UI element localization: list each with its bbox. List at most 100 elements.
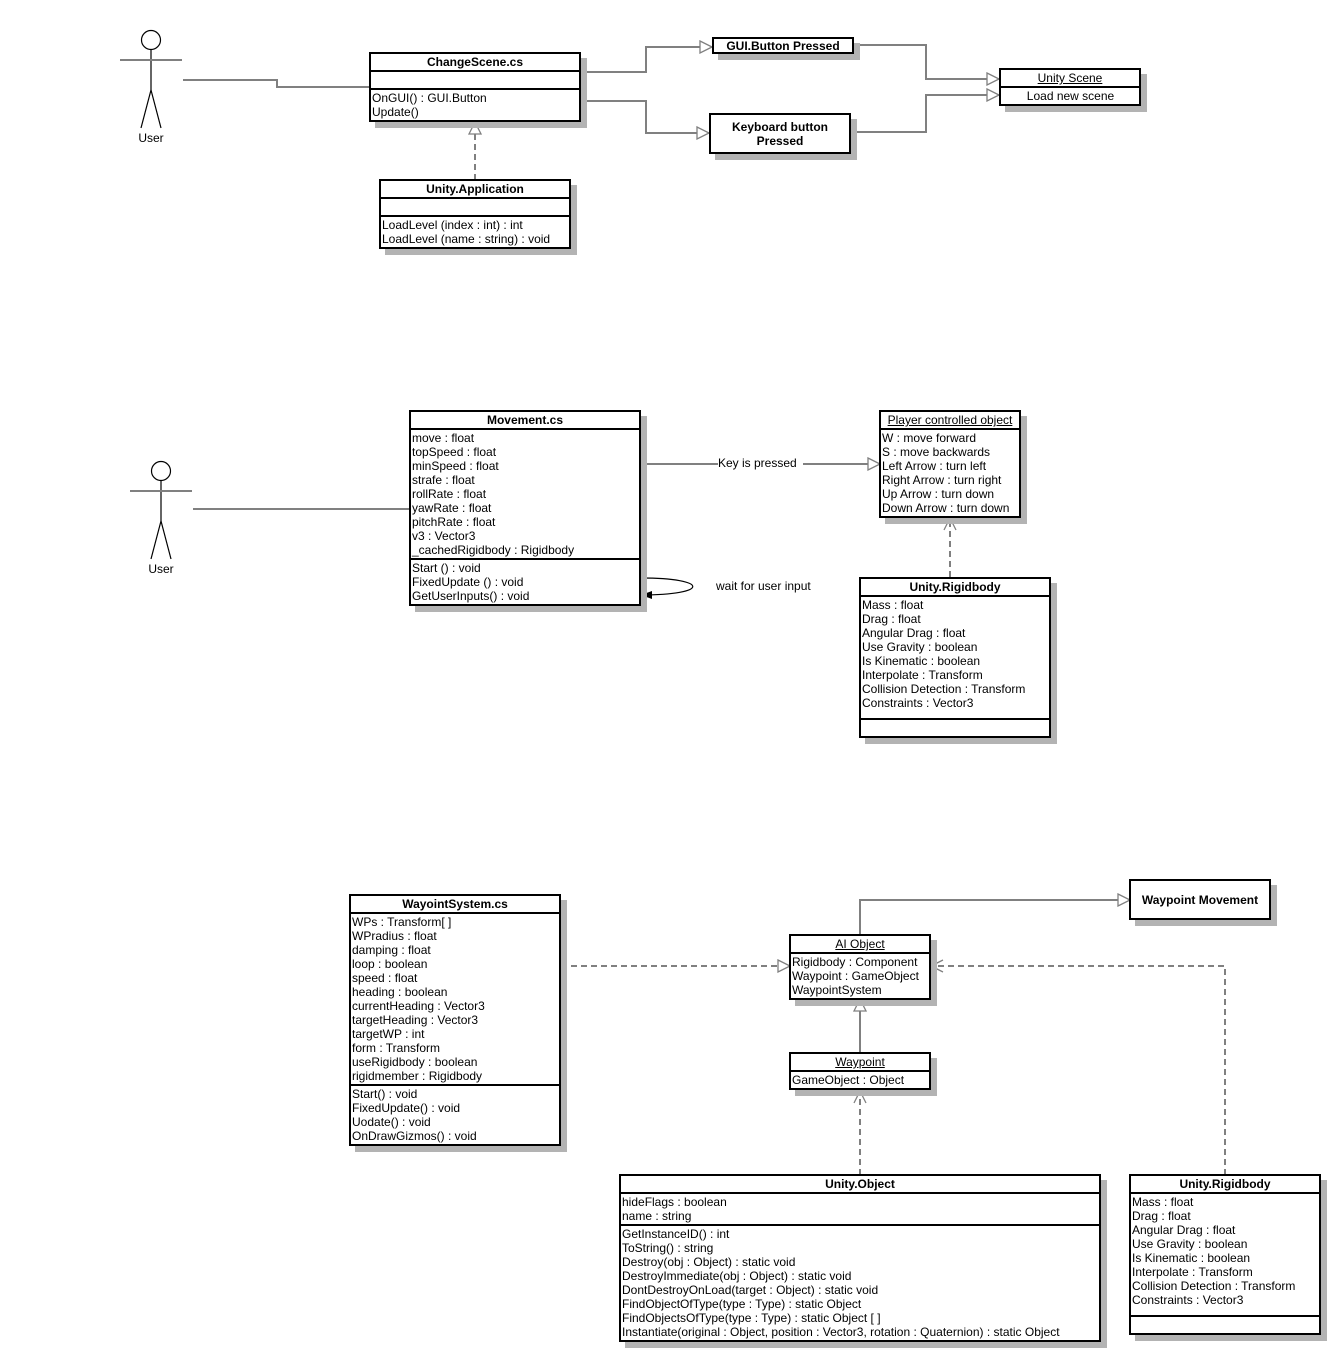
object-waypoint[interactable]: Waypoint GameObject : Object (789, 1052, 931, 1090)
attributes-section (381, 199, 569, 217)
class-unity-application[interactable]: Unity.Application LoadLevel (index : int… (379, 179, 571, 249)
object-unity-scene[interactable]: Unity Scene Load new scene (999, 68, 1141, 106)
changescene-keyboard-link (580, 100, 709, 133)
class-title: Movement.cs (411, 412, 639, 430)
class-title: Unity.Rigidbody (861, 579, 1049, 597)
class-title: Unity.Application (381, 181, 569, 199)
state-label: GUI.Button Pressed (726, 38, 840, 53)
actor-head (150, 460, 172, 482)
member-row: Waypoint : GameObject (792, 969, 919, 983)
member-row: GetUserInputs() : void (412, 589, 530, 603)
member-row: Use Gravity : boolean (862, 640, 978, 654)
member-row: LoadLevel (index : int) : int (382, 218, 523, 232)
movement-self-loop (640, 577, 694, 599)
member-row: WPradius : float (352, 929, 437, 943)
member-row: ToString() : string (622, 1241, 714, 1255)
member-row: move : float (412, 431, 475, 445)
attributes-section (371, 72, 579, 90)
member-row: GetInstanceID() : int (622, 1227, 730, 1241)
member-row: yawRate : float (412, 501, 492, 515)
member-row: WaypointSystem (792, 983, 882, 997)
actor-user-label: User (148, 562, 174, 576)
member-row: minSpeed : float (412, 459, 499, 473)
class-title: WayointSystem.cs (351, 896, 559, 914)
member-row: rollRate : float (412, 487, 487, 501)
member-row: strafe : float (412, 473, 475, 487)
member-row: S : move backwards (882, 445, 991, 459)
member-row: _cachedRigidbody : Rigidbody (412, 543, 575, 557)
actor-head (140, 29, 162, 51)
member-row: Collision Detection : Transform (862, 682, 1026, 696)
member-row: targetHeading : Vector3 (352, 1013, 479, 1027)
spacer (862, 710, 1049, 717)
changescene-gui-link (580, 47, 712, 73)
member-row: Uodate() : void (352, 1115, 431, 1129)
member-row: Update() (372, 105, 419, 119)
object-title: AI Object (791, 936, 929, 954)
member-row: v3 : Vector3 (412, 529, 476, 543)
aiobject-waypointmovement-link (859, 900, 1130, 935)
wait-input-label: wait for user input (716, 579, 811, 593)
key-pressed-label: Key is pressed (718, 456, 797, 470)
member-row: FindObjectsOfType(type : Type) : static … (622, 1311, 881, 1325)
class-title: ChangeScene.cs (371, 54, 579, 72)
actor-user-2 (130, 460, 192, 560)
member-row: form : Transform (352, 1041, 441, 1055)
member-row: Destroy(obj : Object) : static void (622, 1255, 796, 1269)
member-row: topSpeed : float (412, 445, 497, 459)
keyboard-unityscene-link (850, 95, 999, 133)
methods-section (1131, 1317, 1319, 1333)
object-rows: Load new scene (1001, 88, 1139, 104)
member-row: damping : float (352, 943, 431, 957)
member-row: DestroyImmediate(obj : Object) : static … (622, 1269, 852, 1283)
class-title: Unity.Rigidbody (1131, 1176, 1319, 1194)
member-row: DontDestroyOnLoad(target : Object) : sta… (622, 1283, 879, 1297)
object-title: Waypoint (791, 1054, 929, 1072)
member-row: Mass : float (862, 598, 924, 612)
member-row: Mass : float (1132, 1195, 1194, 1209)
object-title: Unity Scene (1001, 70, 1139, 88)
object-title: Player controlled object (881, 412, 1019, 430)
member-row: Constraints : Vector3 (862, 696, 974, 710)
member-row: GameObject : Object (792, 1073, 905, 1087)
user-changescene-link (183, 79, 370, 88)
methods-section (861, 720, 1049, 736)
member-row: WPs : Transform[ ] (352, 915, 452, 929)
gui-unityscene-link (852, 44, 999, 79)
member-row: Rigidbody : Component (792, 955, 918, 969)
actor-user-1 (120, 29, 182, 129)
member-row: heading : boolean (352, 985, 448, 999)
state-gui-button-pressed[interactable]: GUI.Button Pressed (712, 37, 854, 54)
class-waypoint-system[interactable]: WayointSystem.cs WPs : Transform[ ]WPrad… (349, 894, 561, 1146)
state-waypoint-movement[interactable]: Waypoint Movement (1129, 879, 1271, 920)
member-row: Right Arrow : turn right (882, 473, 1002, 487)
member-row: Is Kinematic : boolean (862, 654, 981, 668)
member-row: Interpolate : Transform (1132, 1265, 1253, 1279)
member-row: FixedUpdate() : void (352, 1101, 461, 1115)
member-row: Is Kinematic : boolean (1132, 1251, 1251, 1265)
state-label: Keyboard button Pressed (732, 119, 828, 148)
object-player-controlled[interactable]: Player controlled object W : move forwar… (879, 410, 1021, 518)
state-keyboard-button-pressed[interactable]: Keyboard button Pressed (709, 113, 851, 154)
member-row: Up Arrow : turn down (882, 487, 995, 501)
object-rows: GameObject : Object (791, 1072, 929, 1088)
member-row: Load new scene (1026, 89, 1115, 103)
member-row: targetWP : int (352, 1027, 425, 1041)
member-row: FixedUpdate () : void (412, 575, 524, 589)
member-row: Interpolate : Transform (862, 668, 983, 682)
